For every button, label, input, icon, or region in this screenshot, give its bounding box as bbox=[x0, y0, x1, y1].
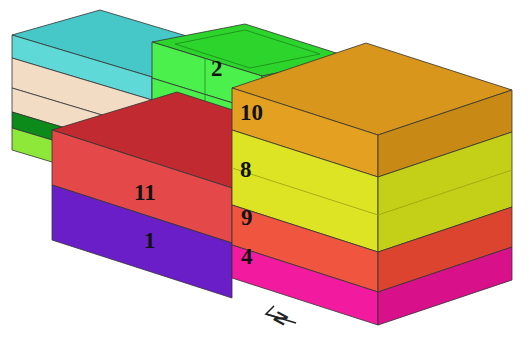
zone-number: 10 bbox=[240, 101, 263, 124]
zone-number: 11 bbox=[134, 181, 156, 204]
zone-number: 8 bbox=[240, 158, 252, 181]
zone-number: 2 bbox=[211, 57, 223, 80]
north-arrow-label: N bbox=[271, 309, 292, 328]
zone-number: 9 bbox=[241, 206, 253, 229]
zone-number: 4 bbox=[241, 245, 253, 268]
zone-number: 1 bbox=[144, 229, 156, 252]
